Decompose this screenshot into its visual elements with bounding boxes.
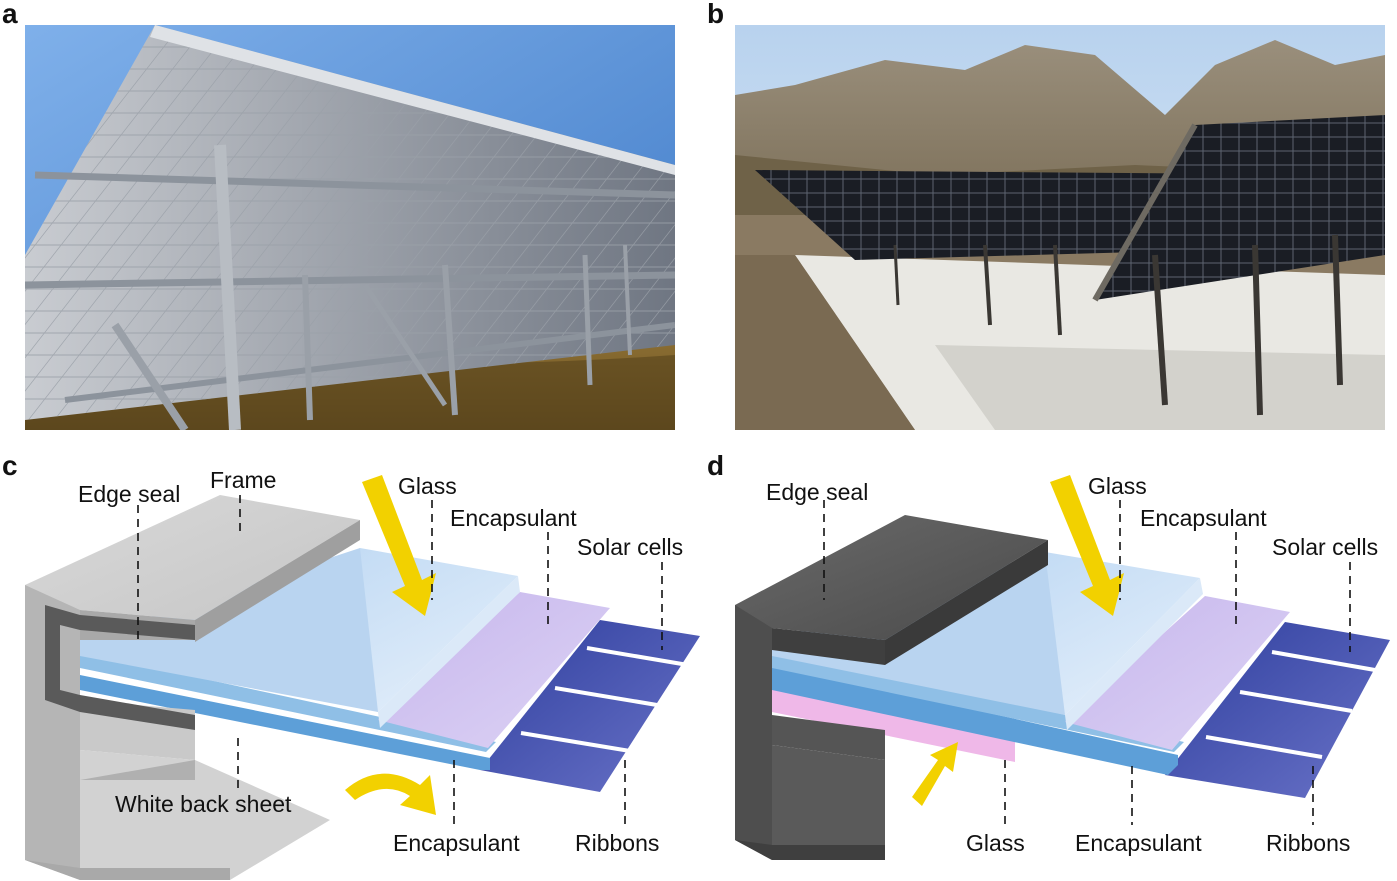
d-label-glass-top: Glass [1088, 473, 1147, 499]
c-label-solar-cells: Solar cells [577, 534, 683, 560]
diagram-c-monofacial: Frame Edge seal Glass Encapsulant Solar … [25, 467, 700, 880]
d-label-solar-cells: Solar cells [1272, 534, 1378, 560]
d-label-ribbons: Ribbons [1266, 830, 1350, 856]
photo-bifacial-array [735, 25, 1385, 430]
c-label-white-back-sheet: White back sheet [115, 791, 292, 817]
d-back-glass [772, 685, 1015, 762]
panel-letter-c: c [2, 450, 18, 481]
d-solar-cells [1165, 622, 1390, 798]
d-label-edge-seal: Edge seal [766, 479, 868, 505]
c-back-sheet [80, 662, 490, 770]
diagram-d-bifacial: Edge seal Glass Encapsulant Solar cells … [735, 473, 1390, 860]
c-sunlight-arrow [362, 475, 436, 616]
c-frame [25, 495, 360, 640]
d-rear-light-arrow [912, 742, 958, 806]
c-solar-cells [480, 620, 700, 792]
d-label-encapsulant-bottom: Encapsulant [1075, 830, 1202, 856]
panel-letter-a: a [2, 0, 18, 29]
panel-letter-b: b [707, 0, 725, 29]
c-label-encapsulant-top: Encapsulant [450, 505, 577, 531]
c-encapsulant-layer [378, 592, 610, 748]
d-encapsulant-layer [1065, 596, 1290, 750]
c-reflected-light-arrow [345, 773, 436, 815]
panel-letter-d: d [707, 450, 725, 481]
d-label-encapsulant-top: Encapsulant [1140, 505, 1267, 531]
c-label-glass: Glass [398, 473, 457, 499]
d-edge-seal [735, 515, 1048, 640]
module-cross-section-diagrams: Frame Edge seal Glass Encapsulant Solar … [25, 467, 1390, 880]
c-label-frame: Frame [210, 467, 276, 493]
c-label-encapsulant-bottom: Encapsulant [393, 830, 520, 856]
d-label-glass-bottom: Glass [966, 830, 1025, 856]
c-label-edge-seal: Edge seal [78, 481, 180, 507]
photo-monofacial-array [25, 25, 675, 430]
c-edge-seal [45, 605, 195, 730]
c-label-ribbons: Ribbons [575, 830, 659, 856]
d-sunlight-arrow [1050, 475, 1124, 616]
